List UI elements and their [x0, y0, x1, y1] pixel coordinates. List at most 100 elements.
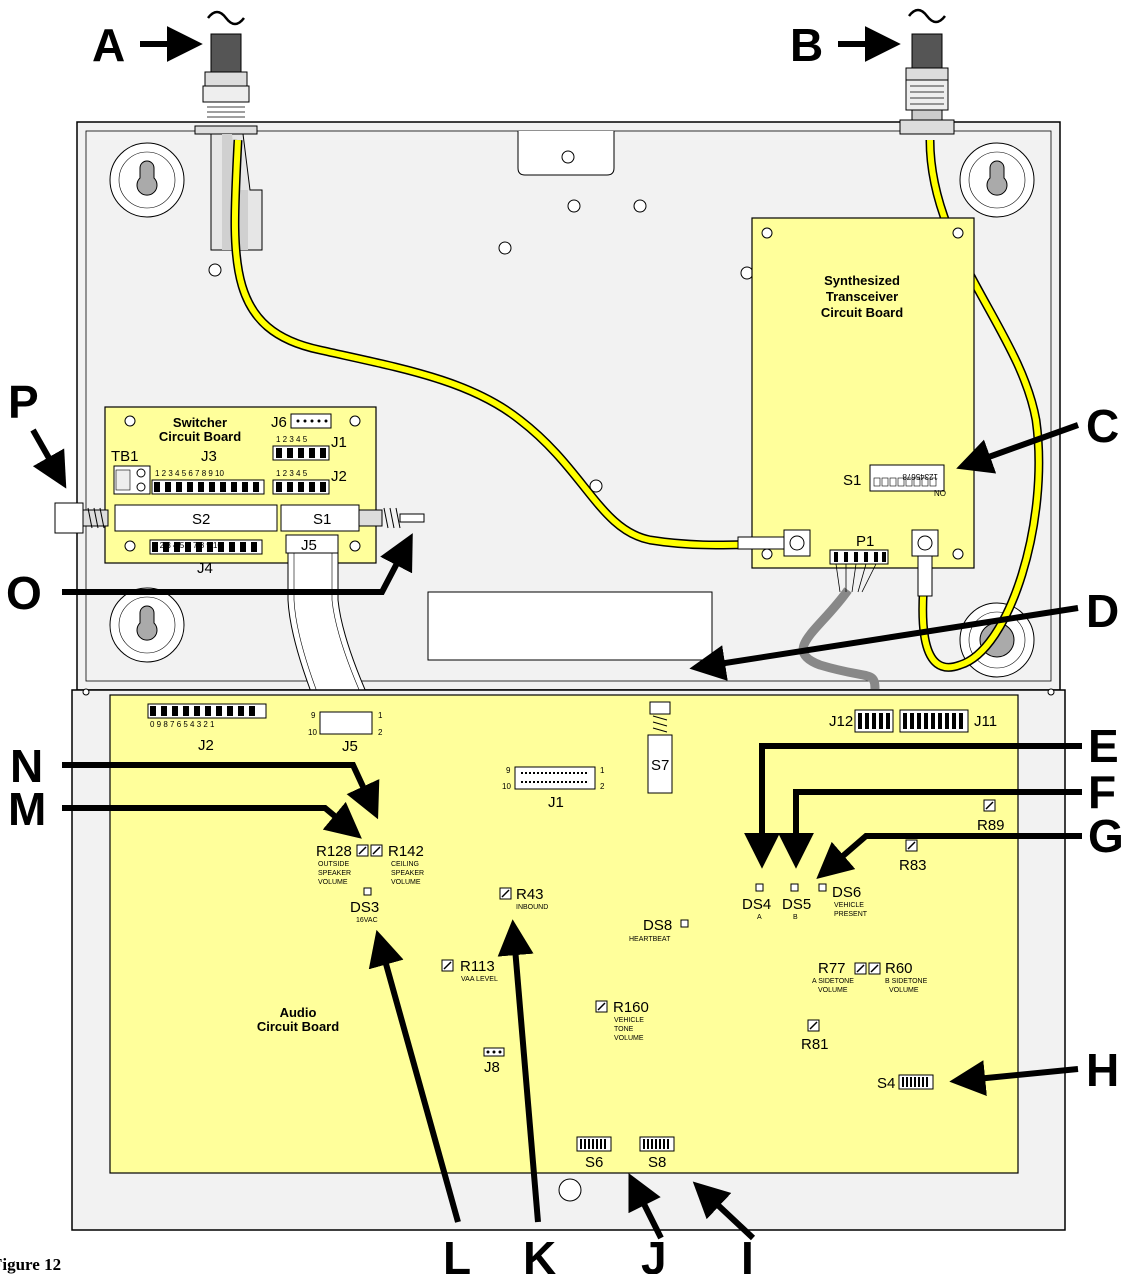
arrow-p	[30, 428, 67, 489]
switcher-title-2: Circuit Board	[159, 429, 241, 444]
mounting-hole	[589, 479, 603, 493]
r113-sub: VAA LEVEL	[461, 976, 498, 983]
switcher-side-connectors	[54, 502, 425, 534]
keyhole-mount-top-left	[109, 142, 185, 218]
callout-f: F	[1088, 766, 1116, 818]
blank-plate	[427, 591, 713, 661]
r60-sub-2: VOLUME	[889, 987, 919, 994]
arrow-i	[692, 1181, 756, 1241]
callout-o: O	[6, 567, 42, 619]
r60-label: R60	[885, 960, 913, 977]
r77-sub-2: VOLUME	[818, 987, 848, 994]
s6-label: S6	[585, 1154, 603, 1171]
arrow-c	[956, 422, 1080, 474]
ds3-label: DS3	[350, 899, 379, 916]
arrow-g	[816, 833, 1082, 879]
audio-title-2: Circuit Board	[257, 1019, 339, 1034]
s2-label: S2	[192, 511, 210, 528]
r160-label: R160	[613, 999, 649, 1016]
arrow-k	[497, 919, 541, 1223]
j5a-pin-2: 2	[378, 728, 383, 737]
ds4-label: DS4	[742, 896, 771, 913]
j4-label: J4	[197, 560, 213, 577]
j1s-pin-numbers: 1 2 3 4 5	[276, 435, 308, 444]
j2a-label: J2	[198, 737, 214, 754]
arrow-j	[628, 1172, 664, 1240]
callout-l: L	[443, 1232, 471, 1274]
j1a-label: J1	[548, 794, 564, 811]
s1-dip-pins	[873, 477, 937, 487]
figure-caption: Figure 12	[0, 1255, 61, 1274]
tilde-icon	[908, 8, 946, 24]
arrow-o	[62, 533, 413, 595]
callout-m: M	[8, 783, 46, 835]
j5s-label: J5	[301, 537, 317, 554]
callout-b: B	[790, 19, 823, 71]
s1-pin-numbers: 12345678	[902, 472, 938, 481]
arrow-e	[744, 743, 1082, 869]
tb1-label: TB1	[111, 448, 139, 465]
j1a-pin-9: 9	[506, 766, 511, 775]
transceiver-title-3: Circuit Board	[821, 305, 903, 320]
j5a-pin-9: 9	[311, 711, 316, 720]
j1a-pin-1: 1	[600, 766, 605, 775]
r128-sub-2: SPEAKER	[318, 870, 351, 877]
j12-label: J12	[829, 713, 853, 730]
r160-sub-1: VEHICLE	[614, 1017, 644, 1024]
mounting-hole	[208, 263, 222, 277]
switcher-board: Switcher Circuit Board TB1 J3 1 2 3 4 5 …	[104, 406, 377, 577]
mounting-hole	[498, 241, 512, 255]
j2s-pin-numbers: 1 2 3 4 5	[276, 469, 308, 478]
arrow-n	[62, 762, 380, 820]
mounting-hole	[567, 199, 581, 213]
j8-label: J8	[484, 1059, 500, 1076]
ds5-sub: B	[793, 914, 798, 921]
keyhole-mount-bottom-left	[109, 587, 185, 663]
transceiver-board: Synthesized Transceiver Circuit Board S1…	[737, 217, 975, 597]
callout-i: I	[741, 1232, 754, 1274]
r142-sub-1: CEILING	[391, 861, 419, 868]
r81-label: R81	[801, 1036, 829, 1053]
callout-c: C	[1086, 400, 1119, 452]
callout-a: A	[92, 19, 125, 71]
r43-sub: INBOUND	[516, 904, 548, 911]
ribbon-cable-gray	[798, 587, 880, 691]
mounting-hole	[633, 199, 647, 213]
r128-sub-1: OUTSIDE	[318, 861, 349, 868]
r142-sub-2: SPEAKER	[391, 870, 424, 877]
j1s-label: J1	[331, 434, 347, 451]
ds8-label: DS8	[643, 917, 672, 934]
r77-label: R77	[818, 960, 846, 977]
s1s-label: S1	[313, 511, 331, 528]
j3-label: J3	[201, 448, 217, 465]
mounting-hole	[740, 266, 754, 280]
callout-g: G	[1088, 810, 1124, 862]
ds8-sub: HEARTBEAT	[629, 936, 671, 943]
door-hole	[558, 1178, 582, 1202]
j5a-pin-10: 10	[308, 728, 317, 737]
callout-p: P	[8, 376, 39, 428]
callout-e: E	[1088, 720, 1119, 772]
switcher-title-1: Switcher	[173, 415, 227, 430]
j3-pin-numbers: 1 2 3 4 5 6 7 8 9 10	[155, 469, 224, 478]
ds6-sub-1: VEHICLE	[834, 902, 864, 909]
j5a-pin-1: 1	[378, 711, 383, 720]
r128-sub-3: VOLUME	[318, 879, 348, 886]
s4-label: S4	[877, 1075, 895, 1092]
j11-label: J11	[974, 713, 997, 730]
callout-n: N	[10, 740, 43, 792]
callout-arrows	[30, 26, 1082, 1241]
r83-label: R83	[899, 857, 927, 874]
r60-sub-1: B SIDETONE	[885, 978, 928, 985]
s8-label: S8	[648, 1154, 666, 1171]
arrow-f	[778, 789, 1082, 869]
j2s-label: J2	[331, 468, 347, 485]
arrow-l	[368, 929, 461, 1223]
s7-label: S7	[651, 757, 669, 774]
s1-label: S1	[843, 472, 861, 489]
arrow-d	[689, 605, 1079, 681]
r128-label: R128	[316, 843, 352, 860]
ds4-sub: A	[757, 914, 762, 921]
callout-k: K	[523, 1232, 556, 1274]
